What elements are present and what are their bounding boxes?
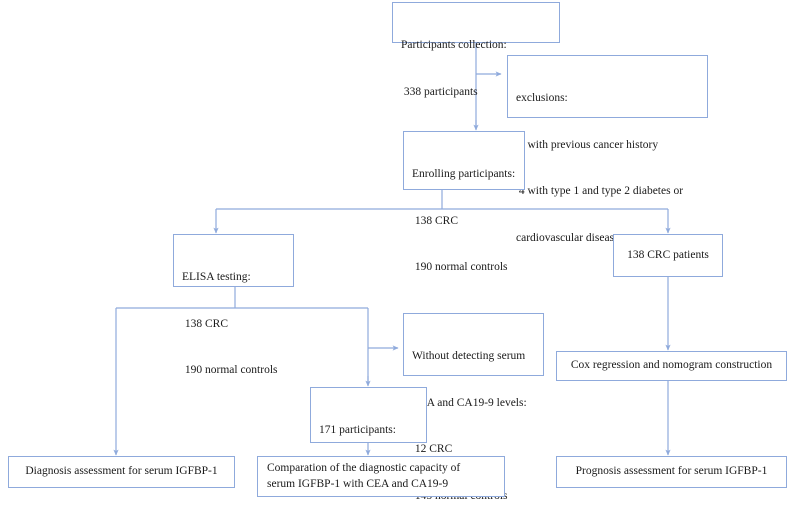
enrolling-line-3: 190 normal controls [412, 261, 508, 273]
node-138-crc-patients[interactable]: 138 CRC patients [613, 234, 723, 277]
node-comparation[interactable]: Comparation of the diagnostic capacity o… [257, 456, 505, 497]
node-exclusions[interactable]: exclusions: 6 with previous cancer histo… [507, 55, 708, 244]
crc-patients-line-1: 138 CRC patients [627, 248, 709, 261]
diagnosis-assessment-line-1: Diagnosis assessment for serum IGFBP-1 [25, 465, 218, 478]
node-prognosis-assessment[interactable]: Prognosis assessment for serum IGFBP-1 [556, 456, 787, 488]
node-without-detecting[interactable]: Without detecting serum CEA and CA19-9 l… [403, 313, 544, 502]
node-participants-collection[interactable]: Participants collection: 338 participant… [392, 2, 560, 98]
elisa-line-3: 190 normal controls [182, 364, 278, 376]
comparation-line-1: Comparation of the diagnostic capacity o… [267, 462, 461, 474]
participants-171-line-1: 171 participants: [319, 424, 396, 436]
without-detecting-line-1: Without detecting serum [412, 350, 526, 362]
elisa-line-2: 138 CRC [182, 317, 229, 330]
exclusions-line-2: 6 with previous cancer history [516, 138, 659, 151]
node-diagnosis-assessment[interactable]: Diagnosis assessment for serum IGFBP-1 [8, 456, 235, 488]
cox-regression-line-1: Cox regression and nomogram construction [570, 359, 773, 372]
elisa-line-1: ELISA testing: [182, 271, 251, 283]
node-enrolling-participants[interactable]: Enrolling participants: 138 CRC 190 norm… [403, 131, 525, 273]
node-elisa-testing[interactable]: ELISA testing: 138 CRC 190 normal contro… [173, 234, 294, 376]
without-detecting-line-2: CEA and CA19-9 levels: [412, 396, 527, 409]
enrolling-line-2: 138 CRC [412, 214, 459, 227]
exclusions-line-3: 4 with type 1 and type 2 diabetes or [516, 185, 684, 197]
comparation-line-2: serum IGFBP-1 with CEA and CA19-9 [267, 477, 449, 490]
without-detecting-line-3: 12 CRC [412, 443, 453, 455]
participants-collection-line-1: Participants collection: [401, 39, 507, 51]
prognosis-assessment-line-1: Prognosis assessment for serum IGFBP-1 [575, 465, 768, 478]
node-171-participants[interactable]: 171 participants: 126 CRC 45 normal cont… [310, 387, 427, 483]
node-cox-regression[interactable]: Cox regression and nomogram construction [556, 351, 787, 381]
exclusions-line-1: exclusions: [516, 92, 568, 104]
enrolling-line-1: Enrolling participants: [412, 168, 516, 180]
participants-collection-line-2: 338 participants [401, 85, 478, 98]
